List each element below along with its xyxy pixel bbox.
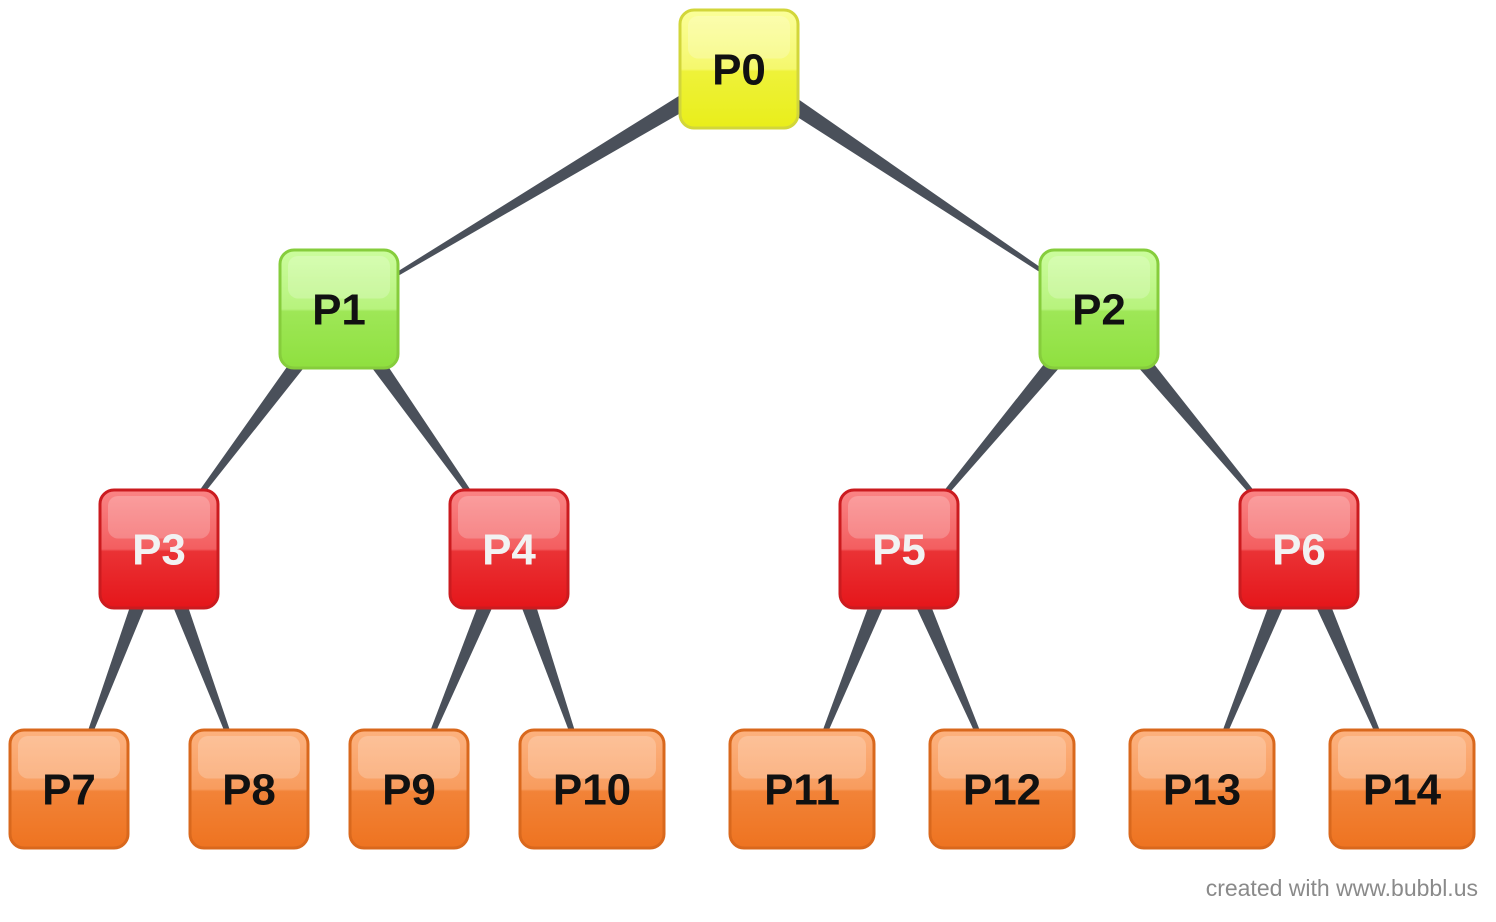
node-p14[interactable]: P14 [1328,728,1476,850]
node-p2[interactable]: P2 [1038,248,1160,370]
node-highlight [18,736,120,779]
node-p5[interactable]: P5 [838,488,960,610]
node-highlight [358,736,460,779]
node-label: P12 [963,766,1041,815]
node-p4[interactable]: P4 [448,488,570,610]
node-box [348,728,470,850]
node-box [928,728,1076,850]
node-box [1328,728,1476,850]
node-p12[interactable]: P12 [928,728,1076,850]
node-label: P11 [764,766,840,815]
node-label: P3 [132,526,186,575]
node-box [188,728,310,850]
node-p0[interactable]: P0 [678,8,800,130]
edge-P0-P1 [338,61,744,310]
node-highlight [1338,736,1466,779]
node-box [1038,248,1160,370]
edge-P0-P2 [734,61,1100,310]
node-p8[interactable]: P8 [188,728,310,850]
node-p11[interactable]: P11 [728,728,876,850]
node-highlight [738,736,866,779]
node-p7[interactable]: P7 [8,728,130,850]
node-box [278,248,400,370]
node-p1[interactable]: P1 [278,248,400,370]
node-label: P7 [42,766,96,815]
node-label: P6 [1272,526,1326,575]
node-label: P9 [382,766,436,815]
node-highlight [108,496,210,539]
node-label: P2 [1072,286,1126,335]
node-p3[interactable]: P3 [98,488,220,610]
node-highlight [1248,496,1350,539]
node-highlight [528,736,656,779]
node-label: P8 [222,766,276,815]
node-highlight [1138,736,1266,779]
node-box [448,488,570,610]
node-box [678,8,800,130]
node-label: P4 [482,526,536,575]
node-highlight [848,496,950,539]
node-box [1238,488,1360,610]
node-box [728,728,876,850]
node-label: P14 [1363,766,1442,815]
node-box [838,488,960,610]
node-highlight [198,736,300,779]
node-box [1128,728,1276,850]
node-p13[interactable]: P13 [1128,728,1276,850]
node-p10[interactable]: P10 [518,728,666,850]
node-highlight [458,496,560,539]
node-highlight [938,736,1066,779]
node-box [98,488,220,610]
node-highlight [288,256,390,299]
node-box [518,728,666,850]
watermark: created with www.bubbl.us [1205,875,1478,901]
node-label: P10 [553,766,631,815]
node-p9[interactable]: P9 [348,728,470,850]
node-p6[interactable]: P6 [1238,488,1360,610]
node-box [8,728,130,850]
edges-layer [68,61,1403,790]
node-highlight [688,16,790,59]
node-label: P13 [1163,766,1241,815]
node-label: P1 [312,286,366,335]
node-highlight [1048,256,1150,299]
node-label: P5 [872,526,926,575]
node-label: P0 [712,46,766,95]
